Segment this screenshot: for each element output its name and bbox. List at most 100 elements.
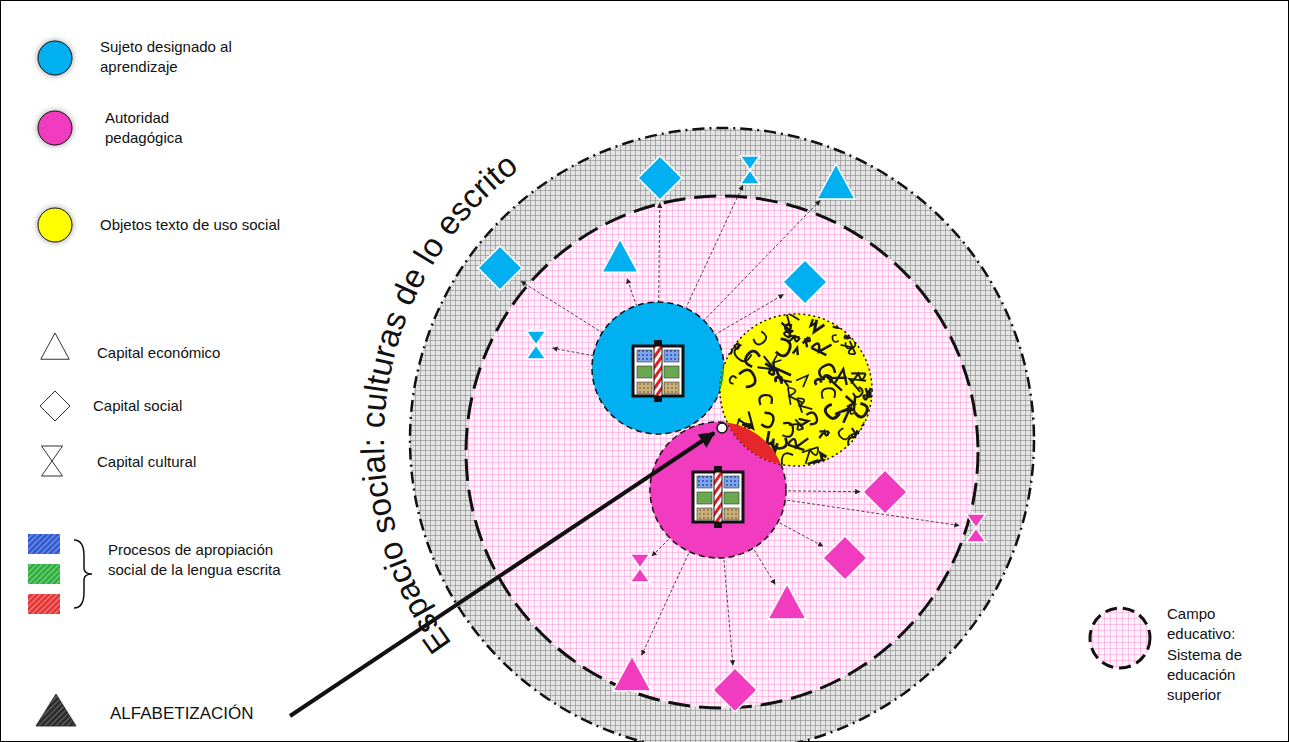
letter-stroke	[797, 395, 812, 413]
legend-sample	[33, 326, 77, 370]
brace	[74, 540, 92, 608]
letter-stroke	[743, 349, 761, 367]
letter-stroke	[773, 438, 787, 449]
letter-stroke	[729, 375, 737, 384]
legend-swatch	[41, 333, 70, 359]
capital-shape	[478, 246, 522, 290]
literacy-triangle	[36, 694, 76, 726]
letter-stroke	[722, 350, 727, 357]
letter-stroke	[735, 447, 744, 455]
letter-stroke	[743, 313, 754, 324]
process-swatch-blue	[28, 534, 60, 554]
educational-field	[466, 196, 978, 708]
letter-stroke	[841, 341, 856, 358]
capital-shape	[966, 514, 986, 542]
legend-label: Campo educativo: Sistema de educación su…	[1167, 604, 1277, 705]
letter-stroke	[861, 420, 871, 430]
social-space-region: Espacio social: culturas de lo escrito	[322, 40, 1122, 742]
process-swatch-green	[28, 564, 60, 584]
process-swatch-red	[28, 594, 60, 614]
letter-stroke	[811, 337, 831, 355]
capital-shape	[713, 668, 757, 712]
letter-stroke	[843, 406, 856, 418]
letter-stroke	[809, 319, 817, 327]
learner-circle	[592, 302, 724, 434]
letter-stroke	[783, 378, 792, 387]
letter-stroke	[771, 355, 782, 366]
capital-shape	[768, 584, 806, 619]
letter-stroke	[832, 334, 839, 342]
letter-stroke	[793, 347, 800, 355]
letter-stroke	[861, 319, 875, 331]
legend-label: ALFABETIZACIÓN	[110, 703, 330, 726]
letter-texture	[711, 298, 882, 476]
legend-sample	[30, 439, 74, 483]
overlap-green	[720, 314, 872, 466]
letter-stroke	[735, 455, 750, 470]
letter-stroke	[846, 373, 866, 391]
capital-shape	[823, 536, 867, 580]
legend-sample	[33, 384, 77, 428]
letter-stroke	[806, 411, 818, 425]
letter-stroke	[817, 362, 836, 380]
process-icon	[693, 466, 743, 528]
letter-stroke	[808, 459, 819, 469]
letter-stroke	[721, 333, 730, 342]
letter-stroke	[742, 302, 755, 316]
letter-stroke	[720, 341, 730, 354]
text-objects-circle	[720, 314, 872, 466]
legend-swatch	[38, 208, 72, 242]
overlap-core	[650, 422, 786, 558]
capital-shape	[638, 156, 682, 200]
legend-sample	[33, 106, 77, 150]
legend-label: Objetos texto de uso social	[100, 215, 360, 235]
legend-swatch	[38, 111, 72, 145]
letter-stroke	[819, 431, 829, 438]
region-border	[410, 128, 1034, 742]
legend-sample	[33, 36, 77, 80]
letter-stroke	[860, 388, 871, 400]
letter-stroke	[855, 403, 870, 419]
legend-label: Capital cultural	[97, 452, 297, 472]
letter-stroke	[711, 455, 721, 464]
capital-shape	[526, 331, 546, 359]
letter-stroke	[750, 307, 765, 320]
capital-shape	[740, 156, 760, 184]
region-title: Espacio social: culturas de lo escrito	[354, 146, 524, 661]
letter-stroke	[781, 453, 793, 468]
letter-stroke	[819, 452, 827, 460]
letter-stroke	[765, 363, 774, 375]
letter-stroke	[815, 459, 829, 475]
overlap-red	[720, 314, 872, 466]
social-space-ring	[410, 128, 1034, 742]
letter-stroke	[796, 372, 811, 387]
legend-swatch	[38, 41, 72, 75]
letter-stroke	[728, 343, 741, 354]
capital-shape	[863, 470, 907, 514]
letter-stroke	[837, 428, 851, 442]
overlap-dark-blue	[650, 422, 786, 558]
letter-stroke	[848, 315, 861, 327]
letter-stroke	[833, 312, 845, 328]
letter-stroke	[775, 377, 782, 382]
letter-stroke	[857, 444, 875, 463]
legend-label: Capital social	[93, 396, 293, 416]
capital-shape	[602, 239, 638, 272]
legend-sample	[33, 203, 77, 247]
process-icon	[633, 340, 683, 402]
legend-label: Sujeto designado al aprendizaje	[100, 37, 250, 78]
capital-shape	[630, 554, 650, 582]
letter-stroke	[729, 312, 744, 327]
letter-stroke	[844, 333, 851, 339]
legend-label: Procesos de apropiación social de la len…	[108, 540, 298, 581]
letter-stroke	[803, 337, 813, 347]
capital-shape	[613, 656, 651, 691]
legend-label: Autoridad pedagógica	[105, 108, 245, 149]
literacy-point	[717, 423, 727, 433]
legend-swatch	[40, 391, 70, 421]
capital-shape	[817, 164, 855, 199]
letter-stroke	[739, 368, 758, 389]
legend-swatch	[42, 446, 63, 476]
